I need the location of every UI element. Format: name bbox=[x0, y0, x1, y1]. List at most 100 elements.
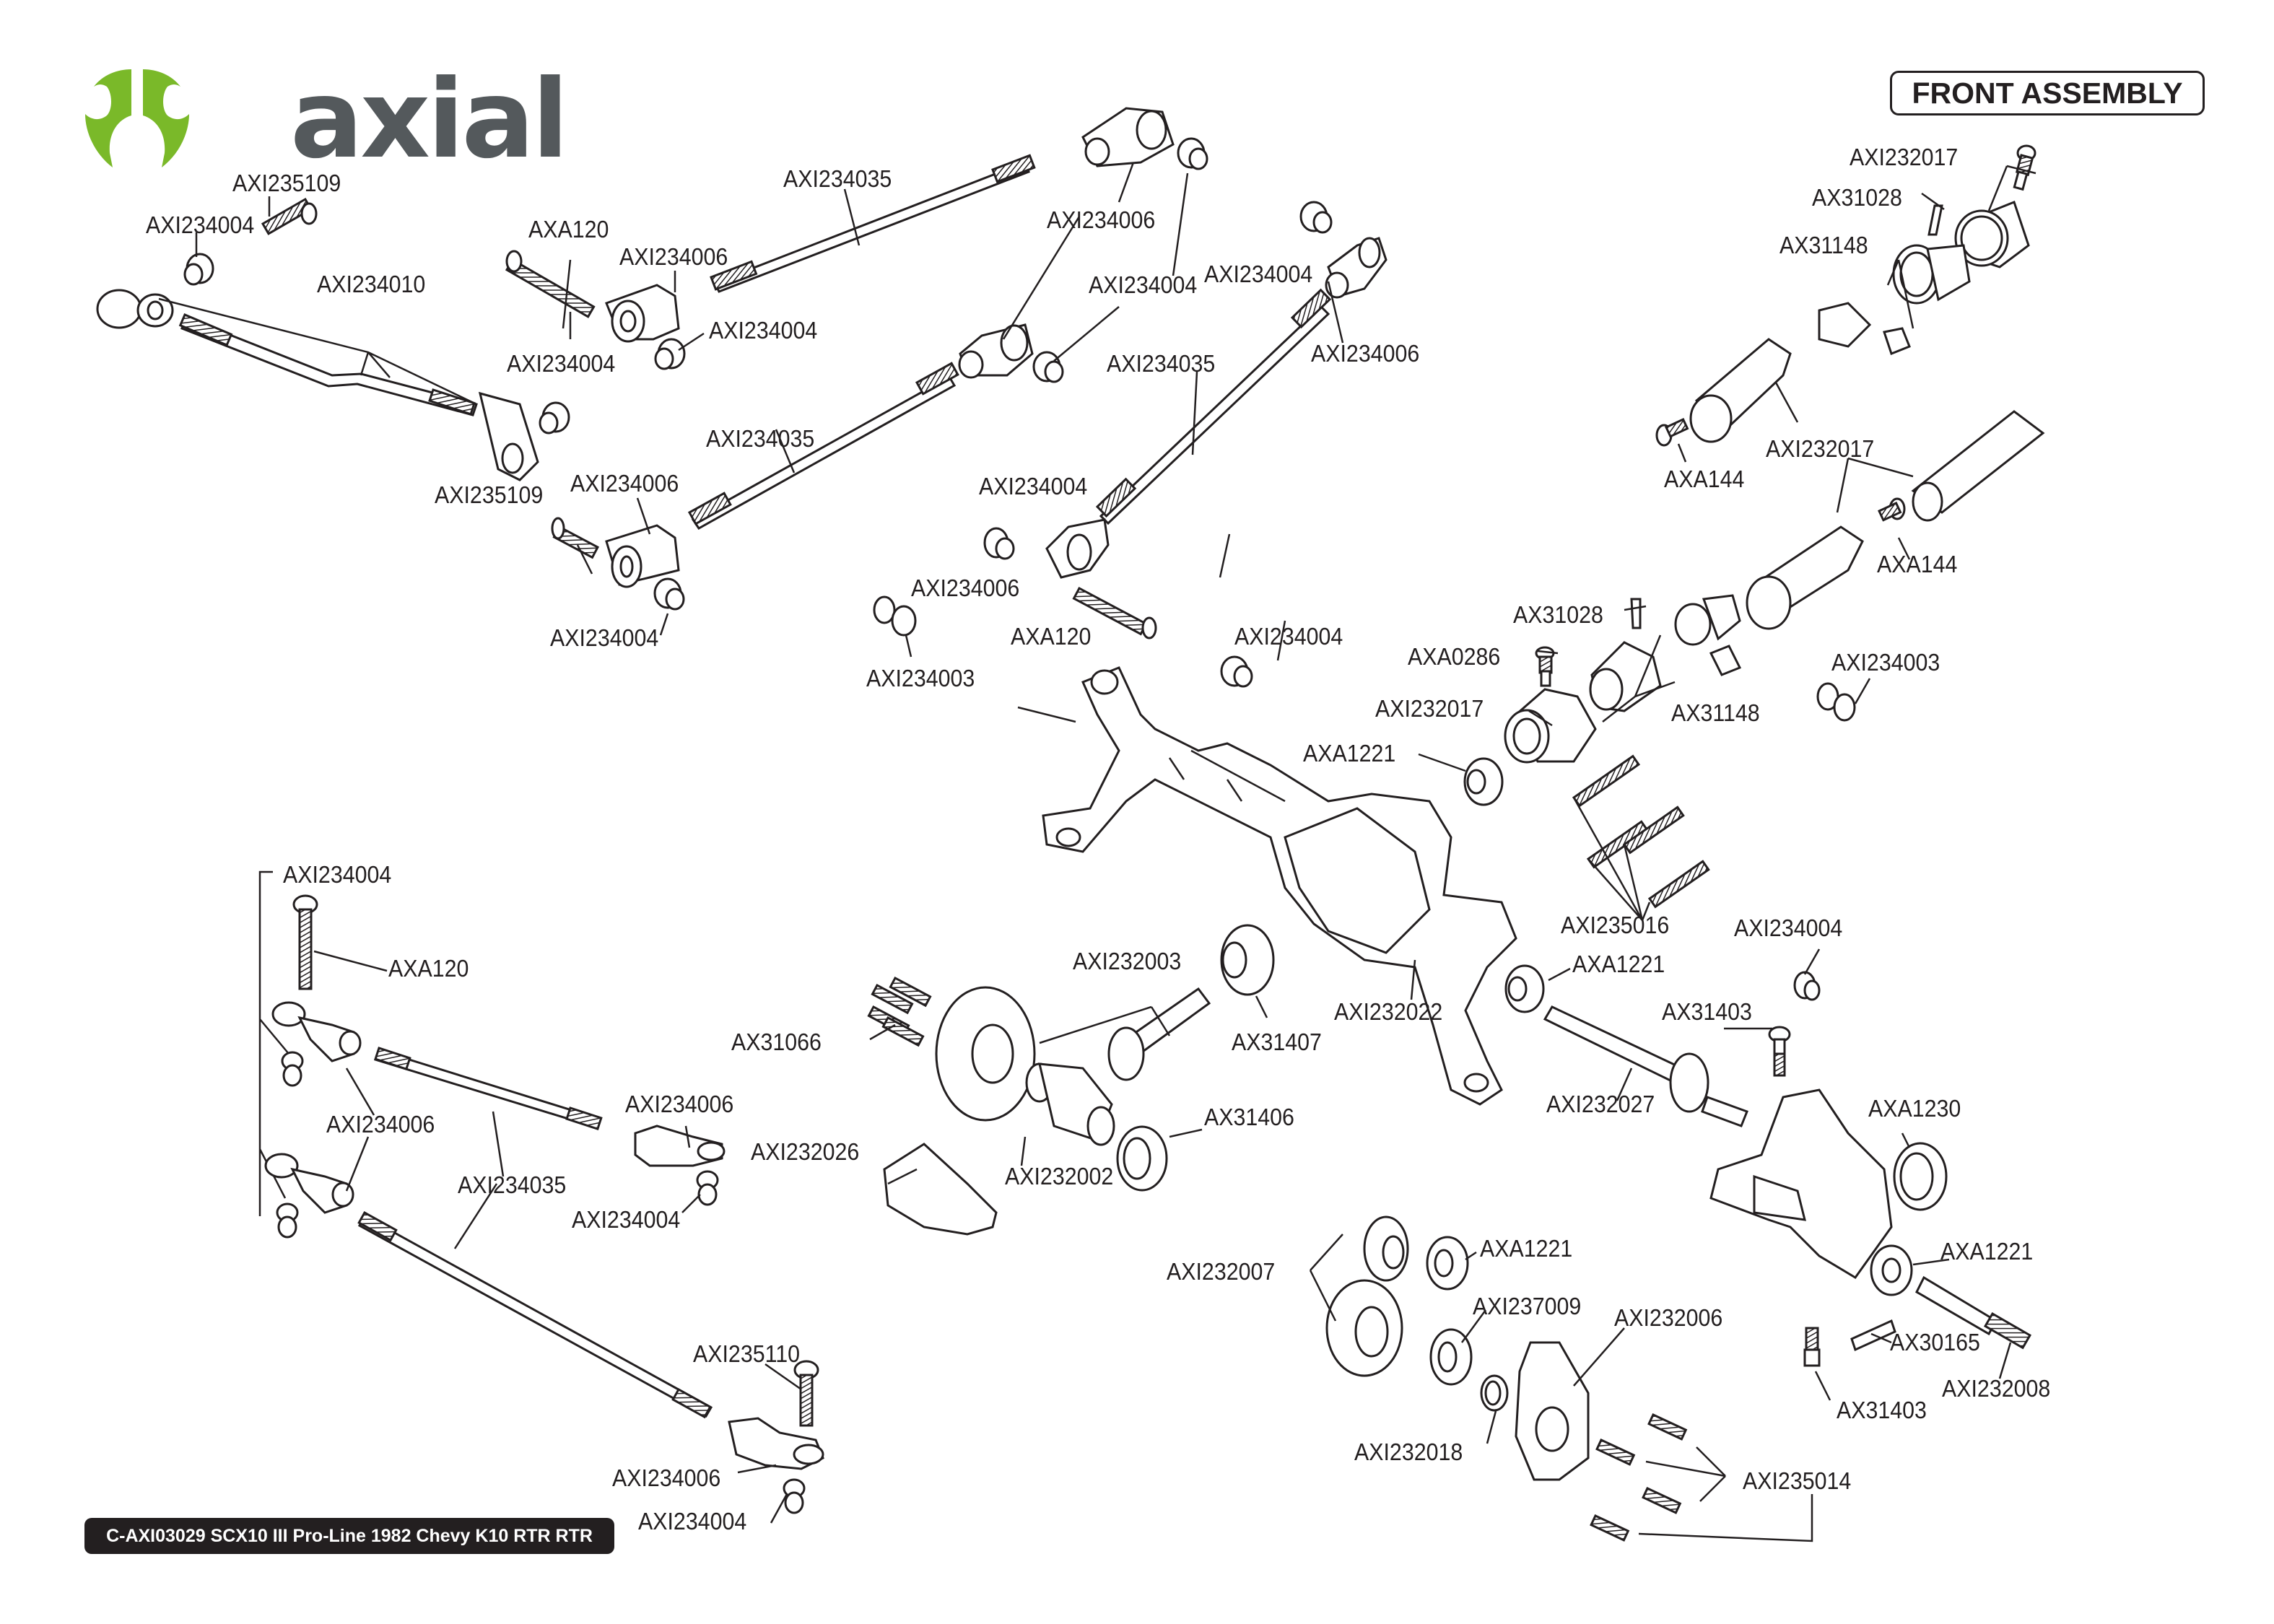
screw-axi235110 bbox=[793, 1360, 819, 1427]
bearing-axa1230 bbox=[1893, 1142, 1948, 1211]
part-label: AXI232017 bbox=[1850, 144, 1959, 170]
part-label: AX31028 bbox=[1812, 184, 1902, 211]
driveshaft-tube bbox=[1689, 338, 1792, 443]
rod-end bbox=[271, 1001, 362, 1062]
part-label: AXI235109 bbox=[232, 170, 341, 196]
brand-logo: axial bbox=[81, 66, 569, 174]
part-label: AXI234004 bbox=[1204, 261, 1313, 287]
diff-cover-axi232026 bbox=[883, 1143, 998, 1236]
pivot-ball bbox=[653, 577, 685, 611]
brand-wordmark: axial bbox=[290, 57, 569, 183]
part-label: AXI234004 bbox=[638, 1508, 747, 1534]
pivot-ball bbox=[539, 401, 570, 435]
rod-end bbox=[634, 1125, 726, 1167]
part-label: AXI234004 bbox=[507, 350, 616, 377]
part-label: AXI234004 bbox=[146, 211, 255, 238]
pivot-ball bbox=[183, 253, 214, 286]
yoke bbox=[1818, 302, 1872, 348]
screw-ax31403-lower bbox=[1803, 1327, 1821, 1367]
part-label: AXI234006 bbox=[911, 575, 1020, 601]
part-label: AX31407 bbox=[1232, 1029, 1322, 1055]
rod-end bbox=[728, 1417, 824, 1470]
bearing-axi237009 bbox=[1429, 1328, 1473, 1386]
pivot-ball bbox=[1177, 137, 1208, 170]
cross-pin bbox=[1883, 327, 1911, 355]
pivot-ball bbox=[1220, 655, 1253, 688]
pivot-ball bbox=[276, 1202, 299, 1239]
part-label: AXI235109 bbox=[435, 481, 544, 508]
part-label: AX30165 bbox=[1890, 1329, 1980, 1355]
footer-model-label: C-AXI03029 SCX10 III Pro-Line 1982 Chevy… bbox=[84, 1518, 614, 1554]
link-rod-axi234035-lower1 bbox=[374, 1047, 603, 1131]
part-label: AX31403 bbox=[1837, 1397, 1927, 1423]
section-title: FRONT ASSEMBLY bbox=[1890, 71, 2205, 115]
part-label: AXA120 bbox=[1011, 623, 1092, 650]
part-label: AXI234004 bbox=[283, 861, 392, 888]
axle-shaft-axi232027 bbox=[1543, 1005, 1748, 1127]
part-label: AXI234006 bbox=[326, 1111, 435, 1138]
part-label: AXI234035 bbox=[458, 1171, 567, 1198]
part-label: AXI234010 bbox=[317, 271, 426, 297]
part-label: AXI234006 bbox=[619, 243, 728, 270]
bearing bbox=[1463, 757, 1504, 806]
part-label: AXI232017 bbox=[1766, 435, 1875, 462]
shaft-axi232008 bbox=[1915, 1275, 2032, 1350]
rod-end bbox=[264, 1153, 354, 1214]
spline-shaft bbox=[1911, 410, 2045, 522]
ring-gear bbox=[935, 986, 1036, 1122]
rod-end bbox=[1081, 107, 1175, 167]
pivot-ball bbox=[696, 1170, 719, 1206]
link-rod-axi234010 bbox=[178, 313, 478, 416]
part-label: AX31066 bbox=[731, 1029, 822, 1055]
cv-ball bbox=[1674, 594, 1741, 646]
pivot-ball bbox=[281, 1051, 304, 1087]
part-label: AXA144 bbox=[1877, 551, 1958, 577]
part-label: AXI234004 bbox=[1234, 623, 1343, 650]
screw-ax31403-upper bbox=[1768, 1026, 1791, 1077]
rod-end bbox=[605, 284, 680, 343]
part-label: AXI232022 bbox=[1334, 998, 1443, 1025]
part-label: AXI234006 bbox=[625, 1091, 734, 1117]
part-label: AXI235016 bbox=[1561, 912, 1670, 938]
screw-axa144 bbox=[1655, 418, 1689, 447]
part-label: AXI234035 bbox=[783, 165, 892, 192]
bearing bbox=[1426, 1236, 1469, 1291]
part-label: AXA1221 bbox=[1303, 740, 1396, 767]
link-rod-axi234035-top bbox=[710, 154, 1036, 293]
part-label: AX31148 bbox=[1779, 232, 1868, 258]
pin-ax31028 bbox=[1927, 204, 1943, 236]
part-label: AXI232008 bbox=[1942, 1375, 2051, 1402]
cv-cup-ax31148 bbox=[1589, 641, 1662, 712]
portal-cover bbox=[1515, 1341, 1590, 1481]
part-label: AXI232003 bbox=[1073, 948, 1182, 974]
leader-lines bbox=[158, 162, 2036, 1542]
pivot-ball-axi234003 bbox=[1816, 682, 1856, 722]
part-label: AXA1221 bbox=[1480, 1235, 1573, 1262]
link-rod-axi234035-right bbox=[1095, 288, 1332, 525]
steering-arm-end bbox=[478, 391, 539, 481]
part-label: AXI234003 bbox=[1831, 649, 1940, 676]
part-label: AXI234035 bbox=[706, 425, 815, 452]
part-label: AX31403 bbox=[1662, 998, 1752, 1025]
part-label: AX31028 bbox=[1513, 601, 1603, 628]
set-screw-axa0286 bbox=[1535, 646, 1555, 687]
part-label: AXI234035 bbox=[1107, 350, 1216, 377]
bearing bbox=[1870, 1244, 1913, 1296]
part-label: AXA0286 bbox=[1408, 643, 1501, 670]
rod-end bbox=[1045, 518, 1110, 579]
coupler-cup bbox=[1954, 201, 2030, 269]
part-label: AXI234004 bbox=[709, 317, 818, 344]
part-label: AXI232026 bbox=[751, 1138, 860, 1165]
rod-end-left bbox=[96, 289, 174, 329]
part-label: AXI234004 bbox=[979, 473, 1088, 499]
pin-ax31028 bbox=[1630, 598, 1642, 629]
part-label: AXI232027 bbox=[1546, 1091, 1655, 1117]
rod-end bbox=[605, 524, 680, 588]
part-label: AXI234004 bbox=[1734, 914, 1843, 941]
pivot-ball bbox=[654, 338, 686, 370]
part-label: AXI234004 bbox=[572, 1206, 681, 1233]
part-label: AXI237009 bbox=[1473, 1293, 1582, 1319]
part-label: AXI234003 bbox=[866, 665, 975, 691]
pivot-ball bbox=[1299, 201, 1333, 234]
